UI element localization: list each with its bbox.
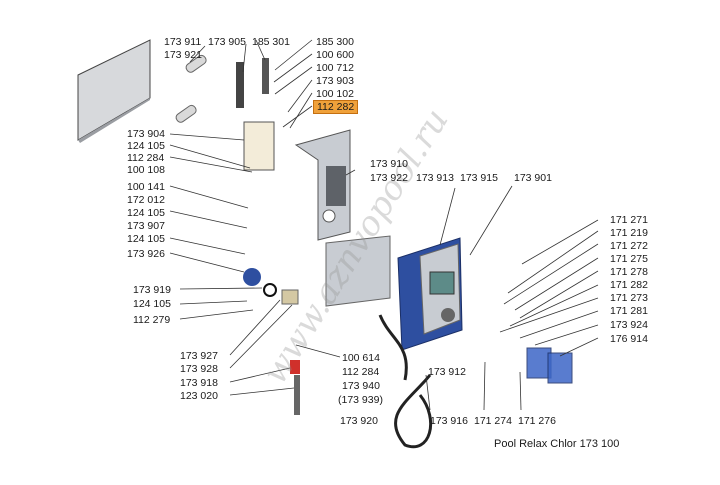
part-label: 173 916 (430, 415, 468, 427)
part-label: 172 012 (127, 194, 165, 206)
part-label: 124 105 (127, 207, 165, 219)
part-label: 171 272 (610, 240, 648, 252)
part-label: 173 928 (180, 363, 218, 375)
part-label: 173 922 (370, 172, 408, 184)
part-label: 173 904 (127, 128, 165, 140)
back-cover (325, 235, 391, 307)
part-label: 173 905 (208, 36, 246, 48)
part-label: 171 275 (610, 253, 648, 265)
part-label: 100 141 (127, 181, 165, 193)
part-label: 173 911 (164, 36, 202, 48)
part-label: 124 105 (133, 298, 171, 310)
part-label: 173 915 (460, 172, 498, 184)
blue-feet (526, 347, 573, 384)
highlighted-part-label: 112 282 (313, 100, 359, 114)
part-label: 100 614 (342, 352, 380, 364)
part-label: 173 927 (180, 350, 218, 362)
part-label: 173 912 (428, 366, 466, 378)
part-label: 173 921 (164, 49, 202, 61)
part-label: 124 105 (127, 140, 165, 152)
part-label: 100 600 (316, 49, 354, 61)
part-label: 112 284 (127, 152, 165, 164)
part-label: 112 284 (342, 366, 380, 378)
part-label: 173 926 (127, 248, 165, 260)
part-label: (173 939) (338, 394, 383, 406)
part-label: 100 712 (316, 62, 354, 74)
part-label: 173 920 (340, 415, 378, 427)
part-label: 173 918 (180, 377, 218, 389)
part-label: 173 903 (316, 75, 354, 87)
part-label: 173 910 (370, 158, 408, 170)
part-label: 171 282 (610, 279, 648, 291)
part-label: 173 940 (342, 380, 380, 392)
diagram-caption: Pool Relax Chlor 173 100 (494, 438, 620, 450)
part-label: 171 281 (610, 305, 648, 317)
part-label: 173 913 (416, 172, 454, 184)
part-label: 173 901 (514, 172, 552, 184)
part-label: 171 276 (518, 415, 556, 427)
part-label: 171 219 (610, 227, 648, 239)
part-label: 171 278 (610, 266, 648, 278)
side-panel (294, 129, 351, 241)
part-label: 185 300 (316, 36, 354, 48)
part-label: 171 274 (474, 415, 512, 427)
part-label: 100 108 (127, 164, 165, 176)
junction-box (243, 121, 275, 171)
part-label: 171 271 (610, 214, 648, 226)
part-label: 173 919 (133, 284, 171, 296)
part-label: 112 279 (133, 314, 171, 326)
part-label: 185 301 (252, 36, 290, 48)
part-label: 176 914 (610, 333, 648, 345)
part-label: 171 273 (610, 292, 648, 304)
part-label: 100 102 (316, 88, 354, 100)
part-label: 124 105 (127, 233, 165, 245)
part-label: 173 907 (127, 220, 165, 232)
mounting-plate (77, 39, 151, 141)
part-label: 123 020 (180, 390, 218, 402)
part-label: 173 924 (610, 319, 648, 331)
